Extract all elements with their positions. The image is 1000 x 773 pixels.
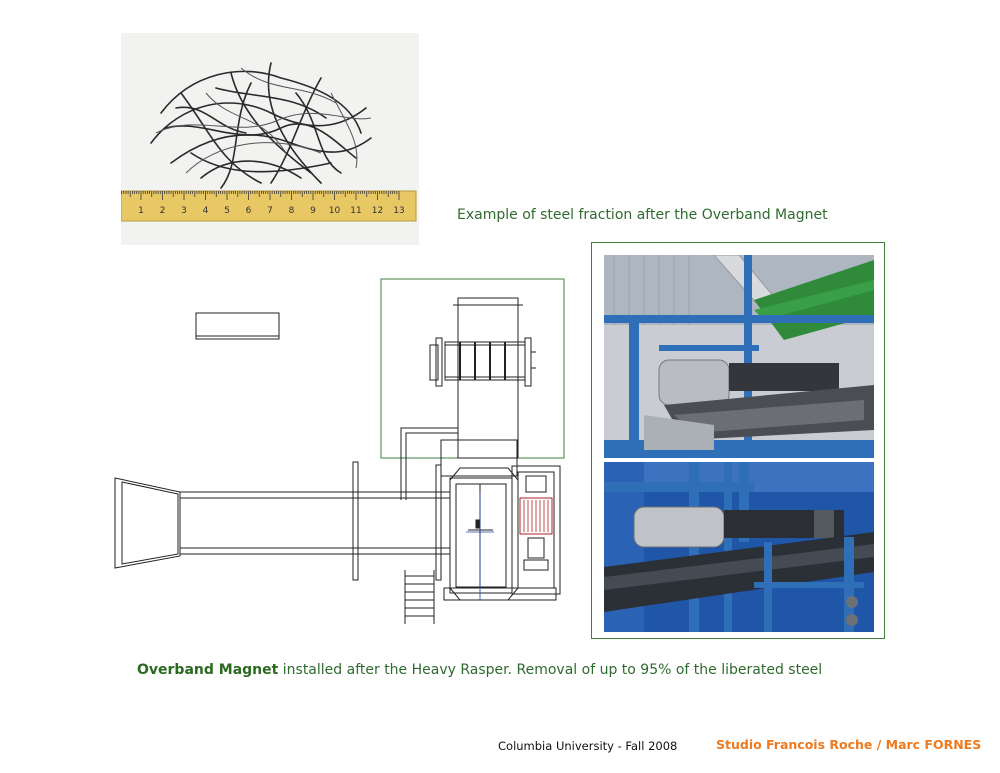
- motor-unit: [511, 465, 561, 595]
- base-plate: [443, 587, 557, 601]
- main-belt-conveyor: [179, 491, 451, 555]
- ruler-number: 1: [138, 206, 144, 216]
- vertical-conveyor: [457, 297, 519, 459]
- magnet-belt-unit: [444, 341, 526, 381]
- ruler-number: 11: [350, 206, 361, 216]
- motor-windings: [519, 497, 553, 535]
- magnet-housing: [440, 439, 518, 477]
- ruler-number: 7: [267, 206, 273, 216]
- detail-highlight-frame: [380, 278, 565, 459]
- footer-course-label: Columbia University - Fall 2008: [498, 739, 678, 753]
- installation-scene-top: [604, 255, 874, 458]
- ruler-number: 12: [372, 206, 383, 216]
- head-drum-frame: [449, 477, 513, 594]
- steel-wires-light: [155, 67, 372, 174]
- ruler-number: 10: [329, 206, 341, 216]
- conveyor-plan-drawing: [108, 270, 578, 630]
- control-box: [195, 312, 280, 340]
- ruler-number: 4: [203, 206, 209, 216]
- ruler-number: 8: [289, 206, 295, 216]
- installation-scene-bottom: [604, 462, 874, 632]
- caption-description: installed after the Heavy Rasper. Remova…: [278, 662, 823, 678]
- footer-studio-label: Studio Francois Roche / Marc FORNES: [716, 737, 982, 752]
- ruler-number: 9: [310, 206, 316, 216]
- ruler-number: 13: [393, 206, 404, 216]
- overband-magnet-caption: Overband Magnet installed after the Heav…: [137, 662, 822, 678]
- overband-magnet-photo-bottom: [604, 462, 874, 632]
- ruler-number: 5: [224, 206, 230, 216]
- caption-bold-term: Overband Magnet: [137, 662, 279, 678]
- ruler-number: 2: [160, 206, 166, 216]
- plan-view-svg: [114, 278, 565, 624]
- steel-wires: [150, 62, 372, 189]
- overband-magnet-photo-top: [604, 255, 874, 458]
- feed-hopper: [114, 477, 181, 569]
- installation-photos-frame: [591, 242, 885, 639]
- ruler-number: 6: [246, 206, 252, 216]
- access-ladder: [404, 570, 435, 624]
- ruler-number: 3: [181, 206, 187, 216]
- photo-caption: Example of steel fraction after the Over…: [457, 207, 828, 223]
